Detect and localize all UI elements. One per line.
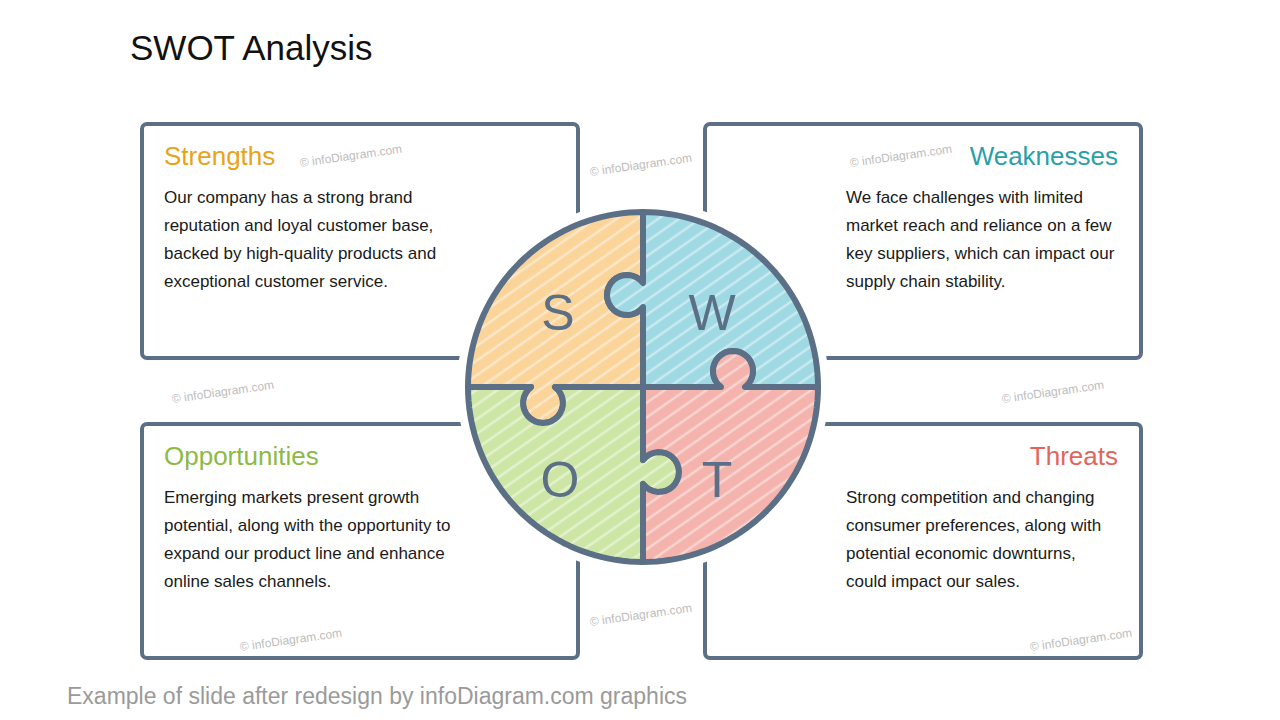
piece-scribble [643, 351, 818, 562]
watermark: © infoDiagram.com [1001, 378, 1105, 406]
swot-letter: S [541, 288, 574, 338]
watermark: © infoDiagram.com [239, 626, 343, 654]
piece-group [643, 351, 818, 562]
puzzle-piece: O [468, 387, 643, 562]
slide-caption: Example of slide after redesign by infoD… [67, 683, 687, 710]
swot-letter: T [702, 455, 733, 505]
slide-title: SWOT Analysis [130, 28, 372, 68]
watermark: © infoDiagram.com [1029, 626, 1133, 654]
box-content: OpportunitiesEmerging markets present gr… [164, 440, 454, 596]
piece-scribble [607, 212, 818, 387]
box-body: Our company has a strong brand reputatio… [164, 184, 454, 296]
box-body: Emerging markets present growth potentia… [164, 484, 454, 596]
swot-box: OpportunitiesEmerging markets present gr… [140, 422, 580, 660]
watermark: © infoDiagram.com [589, 151, 693, 179]
puzzle-piece: T [643, 387, 818, 562]
swot-letter: O [541, 455, 580, 505]
box-heading: Opportunities [164, 440, 454, 472]
box-body: We face challenges with limited market r… [846, 184, 1118, 296]
piece-fill [607, 212, 818, 387]
swot-box: ThreatsStrong competition and changing c… [703, 422, 1143, 660]
watermark: © infoDiagram.com [589, 601, 693, 629]
piece-outline [607, 212, 818, 387]
piece-outline [643, 351, 818, 562]
circle-gap [457, 201, 829, 573]
swot-letter: W [688, 288, 735, 338]
piece-group [607, 212, 818, 387]
watermark: © infoDiagram.com [171, 378, 275, 406]
piece-fill [643, 351, 818, 562]
box-content: ThreatsStrong competition and changing c… [846, 440, 1118, 596]
watermark: © infoDiagram.com [849, 142, 953, 170]
box-body: Strong competition and changing consumer… [846, 484, 1118, 596]
box-heading: Threats [846, 440, 1118, 472]
watermark: © infoDiagram.com [299, 142, 403, 170]
box-outlines [142, 124, 1141, 658]
